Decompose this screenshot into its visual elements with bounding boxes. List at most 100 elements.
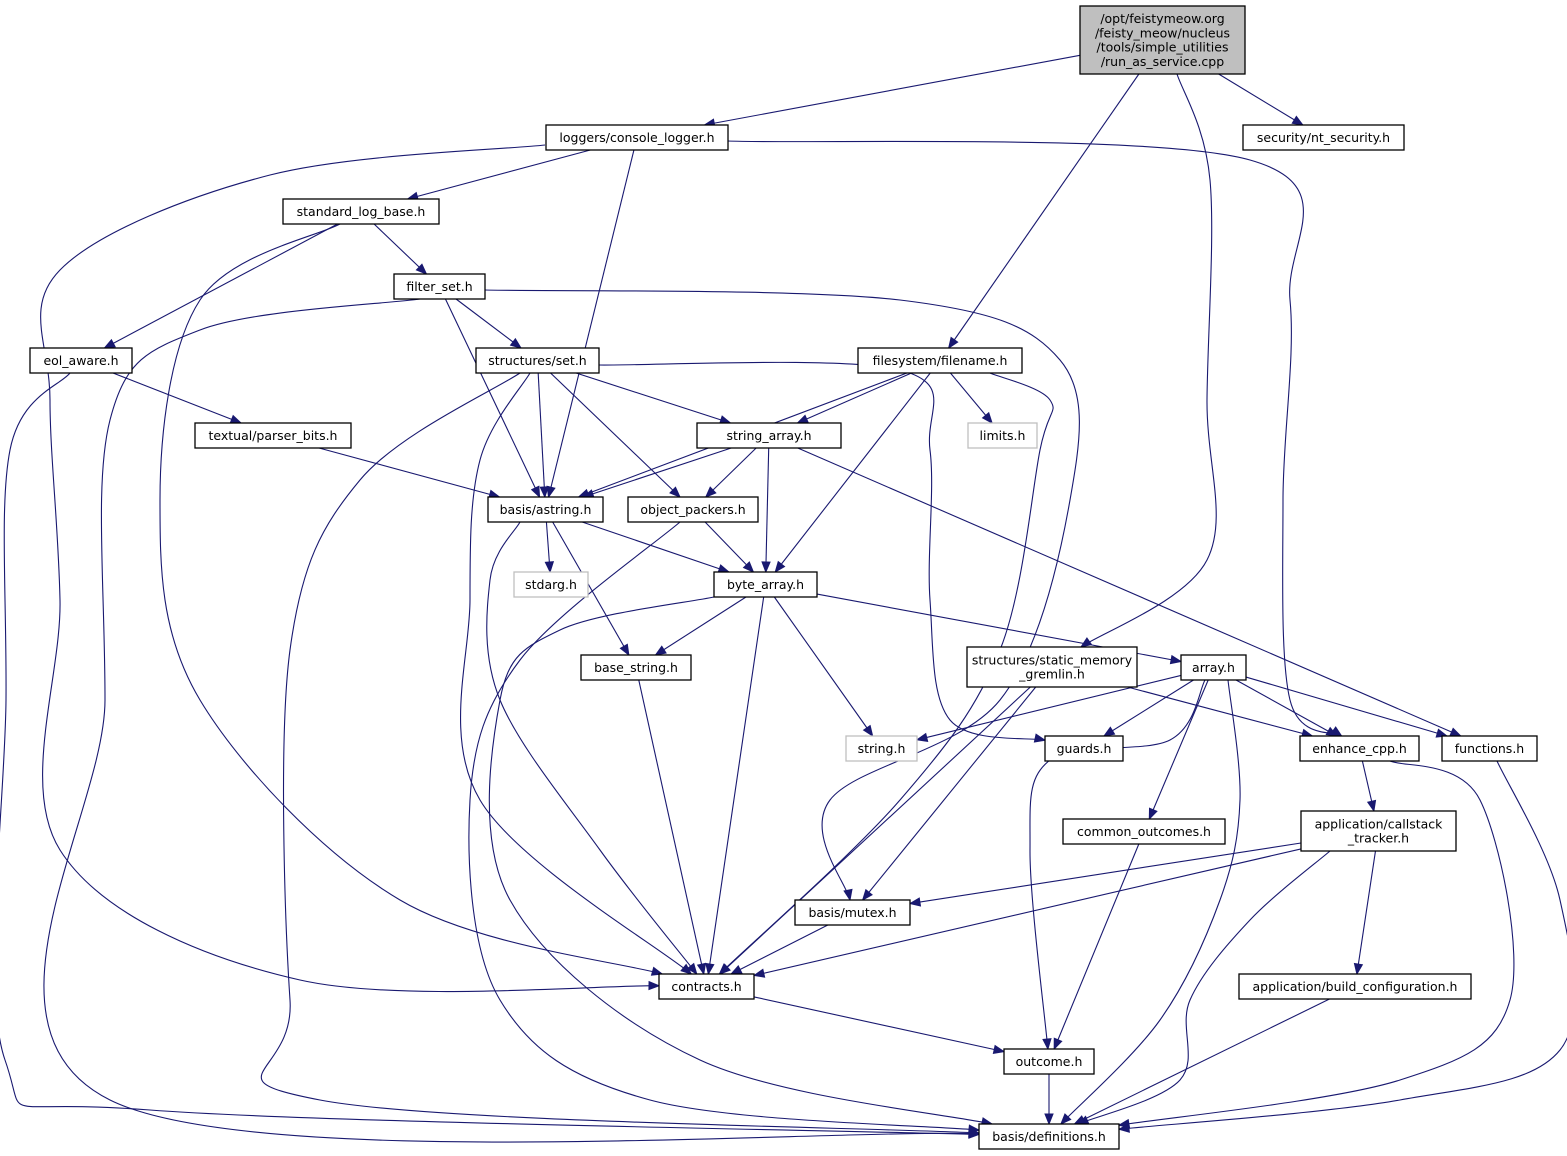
arrowhead-icon <box>705 962 715 976</box>
node-filename[interactable]: filesystem/filename.h <box>857 347 1023 374</box>
edge-line <box>468 521 980 1131</box>
node-build-configuration[interactable]: application/build_configuration.h <box>1238 973 1472 1000</box>
node-astring[interactable]: basis/astring.h <box>487 496 604 523</box>
edge-enhance_cpp-to-callstack_tracker <box>1361 760 1377 813</box>
edge-static_memory_gremlin-to-contracts <box>719 686 1031 975</box>
node-label: structures/set.h <box>488 353 586 368</box>
arrowhead-icon <box>1366 799 1377 813</box>
arrowhead-icon <box>509 337 523 349</box>
edge-functions-to-definitions <box>1117 760 1567 1133</box>
node-label: enhance_cpp.h <box>1312 741 1407 756</box>
node-box <box>966 646 1138 688</box>
edge-root-to-nt_security <box>1218 73 1305 126</box>
edge-astring-to-byte_array <box>581 521 731 574</box>
arrowhead-icon <box>696 962 707 976</box>
node-outcome[interactable]: outcome.h <box>1003 1048 1095 1075</box>
node-box <box>1300 810 1457 852</box>
node-eol-aware[interactable]: eol_aware.h <box>29 347 133 374</box>
node-array[interactable]: array.h <box>1180 654 1247 681</box>
edge-build_configuration-to-definitions <box>1073 998 1330 1125</box>
edge-eol_aware-to-parser_bits <box>112 372 243 424</box>
edge-array-to-common_outcomes <box>1148 679 1209 821</box>
edges-layer <box>0 54 1567 1143</box>
edge-line <box>407 149 591 200</box>
node-contracts[interactable]: contracts.h <box>658 973 755 1000</box>
node-box <box>1238 973 1472 1000</box>
arrowhead-icon <box>530 485 541 499</box>
edge-line <box>774 372 931 573</box>
node-box <box>475 347 600 374</box>
edge-line <box>40 144 660 993</box>
arrowhead-icon <box>1291 115 1305 126</box>
node-structures-set[interactable]: structures/set.h <box>475 347 600 374</box>
node-definitions[interactable]: basis/definitions.h <box>978 1123 1120 1150</box>
edge-standard_log_base-to-filter_set <box>373 223 428 275</box>
edge-line <box>486 521 698 975</box>
edge-line <box>488 596 993 1125</box>
node-common-outcomes[interactable]: common_outcomes.h <box>1062 818 1226 845</box>
arrowhead-icon <box>1033 733 1047 743</box>
node-standard-log-base[interactable]: standard_log_base.h <box>282 198 440 225</box>
arrowhead-icon <box>229 414 243 424</box>
node-label: filter_set.h <box>406 279 472 294</box>
node-label: _gremlin.h <box>1018 667 1085 682</box>
node-stdarg: stdarg.h <box>513 571 589 598</box>
arrowhead-icon <box>1325 726 1339 737</box>
node-label: string.h <box>858 741 906 756</box>
edge-line <box>581 521 730 573</box>
edge-static_memory_gremlin-to-enhance_cpp <box>1127 686 1314 738</box>
edge-callstack_tracker-to-contracts <box>752 848 1302 978</box>
edge-base_string-to-contracts <box>638 679 707 976</box>
edge-line <box>727 140 1342 737</box>
node-console-logger[interactable]: loggers/console_logger.h <box>545 124 729 151</box>
edge-line <box>1060 679 1241 1125</box>
node-filter-set[interactable]: filter_set.h <box>393 273 486 300</box>
edge-outcome-to-definitions <box>1044 1074 1054 1126</box>
edge-line <box>773 596 874 737</box>
edge-console_logger-to-standard_log_base <box>406 149 591 201</box>
edge-array-to-definitions <box>1059 679 1241 1125</box>
edge-string_array-to-byte_array <box>761 447 771 574</box>
edge-parser_bits-to-astring <box>318 447 501 499</box>
node-label: limits.h <box>980 428 1026 443</box>
arrowhead-icon <box>1353 962 1364 976</box>
node-base-string[interactable]: base_string.h <box>580 654 692 681</box>
edge-line <box>373 223 427 275</box>
edge-root-to-static_memory_gremlin <box>1079 73 1217 648</box>
node-label: /tools/simple_utilities <box>1097 40 1229 55</box>
node-label: basis/definitions.h <box>992 1129 1106 1144</box>
node-mutex[interactable]: basis/mutex.h <box>794 899 911 926</box>
edge-object_packers-to-definitions <box>468 521 981 1134</box>
node-string-array[interactable]: string_array.h <box>696 422 842 449</box>
node-callstack-tracker[interactable]: application/callstack_tracker.h <box>1300 810 1457 852</box>
edge-line <box>318 447 500 498</box>
edge-callstack_tracker-to-mutex <box>908 842 1302 907</box>
node-functions[interactable]: functions.h <box>1441 735 1538 762</box>
edge-line <box>104 223 338 349</box>
arrowhead-icon <box>843 888 853 902</box>
node-label: functions.h <box>1455 741 1524 756</box>
edge-eol_aware-to-definitions <box>0 372 981 1139</box>
edge-structures_set-to-guards <box>598 361 1047 743</box>
node-nt-security[interactable]: security/nt_security.h <box>1242 124 1405 151</box>
edge-object_packers-to-byte_array <box>704 521 755 573</box>
edge-byte_array-to-string_h <box>773 596 874 738</box>
node-byte-array[interactable]: byte_array.h <box>713 571 818 598</box>
node-enhance-cpp[interactable]: enhance_cpp.h <box>1299 735 1420 762</box>
node-guards[interactable]: guards.h <box>1044 735 1124 762</box>
arrowhead-icon <box>1117 1123 1130 1133</box>
node-box <box>194 422 352 449</box>
node-static-memory-gremlin[interactable]: structures/static_memory_gremlin.h <box>966 646 1138 688</box>
node-parser-bits[interactable]: textual/parser_bits.h <box>194 422 352 449</box>
arrowhead-icon <box>908 897 922 907</box>
node-label: guards.h <box>1057 741 1112 756</box>
node-root[interactable]: /opt/feistymeow.org/feisty_meow/nucleus/… <box>1079 5 1246 75</box>
node-box <box>967 422 1038 449</box>
edge-line <box>1074 998 1330 1125</box>
node-object-packers[interactable]: object_packers.h <box>627 496 759 523</box>
edge-structures_set-to-astring <box>537 372 549 499</box>
edge-line <box>1103 679 1194 737</box>
edge-byte_array-to-base_string <box>654 596 747 656</box>
edge-line <box>1245 676 1448 737</box>
node-box <box>545 124 729 151</box>
